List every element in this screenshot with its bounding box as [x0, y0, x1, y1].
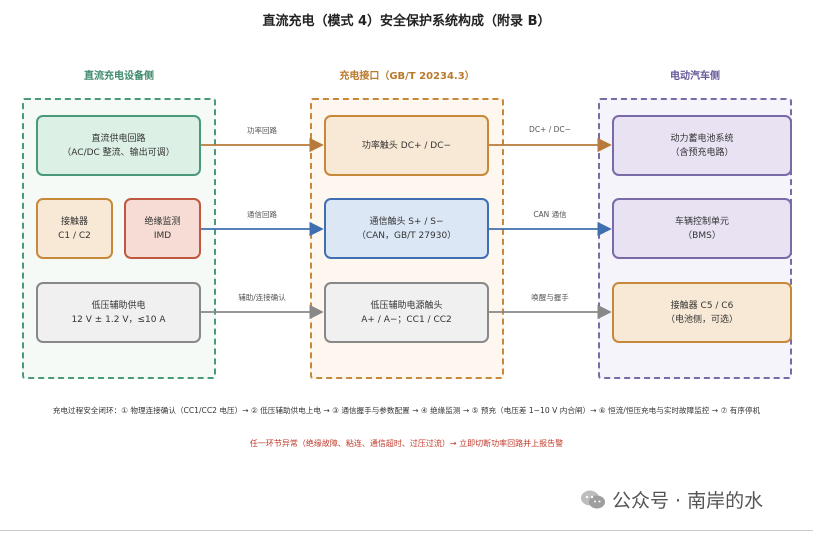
label-power-loop: 功率回路: [247, 126, 277, 135]
safety-sequence-note: 充电过程安全闭环：① 物理连接确认（CC1/CC2 电压）→ ② 低压辅助供电上…: [52, 406, 761, 415]
dc-supply-circuit-box: 直流供电回路 （AC/DC 整流、输出可调）: [36, 115, 201, 176]
column-heading-charger: 直流充电设备侧: [84, 71, 154, 82]
power-contact-line1: 功率触头 DC+ / DC−: [361, 140, 452, 151]
contactor-left-line2: C1 / C2: [58, 230, 91, 241]
imd-line2: IMD: [153, 230, 172, 241]
bms-box: 车辆控制单元 （BMS）: [612, 198, 792, 259]
aux-contact-box: 低压辅助电源触头 A+ / A−；CC1 / CC2: [324, 282, 489, 343]
aux-supply-line1: 低压辅助供电: [91, 300, 146, 311]
aux-supply-line2: 12 V ± 1.2 V，≤10 A: [71, 314, 166, 325]
watermark-text: 公众号 · 南岸的水: [612, 490, 764, 512]
comm-contact-box: 通信触头 S+ / S− （CAN，GB/T 27930）: [324, 198, 489, 259]
dc-supply-line1: 直流供电回路: [91, 133, 146, 144]
wechat-icon: [581, 490, 605, 508]
fault-warning-note: 任一环节异常（绝缘故障、粘连、通信超时、过压过流）→ 立即切断功率回路并上报告警: [249, 439, 564, 448]
diagram-title: 直流充电（模式 4）安全保护系统构成（附录 B）: [262, 14, 551, 29]
label-dc-output: DC+ / DC−: [529, 125, 571, 134]
aux-contact-line2: A+ / A−；CC1 / CC2: [361, 314, 452, 325]
aux-supply-box: 低压辅助供电 12 V ± 1.2 V，≤10 A: [36, 282, 201, 343]
battery-system-box: 动力蓄电池系统 （含预充电路）: [612, 115, 792, 176]
contactor-left-line1: 接触器: [60, 216, 88, 227]
comm-contact-line2: （CAN，GB/T 27930）: [356, 230, 457, 241]
contactor-right-line2: （电池侧，可选）: [665, 314, 738, 325]
imd-box: 绝缘监测 IMD: [124, 198, 201, 259]
aux-contact-line1: 低压辅助电源触头: [370, 300, 443, 311]
bms-line2: （BMS）: [683, 230, 721, 241]
imd-line1: 绝缘监测: [144, 216, 181, 227]
label-aux-confirm: 辅助/连接确认: [238, 293, 286, 302]
power-contact-box: 功率触头 DC+ / DC−: [324, 115, 489, 176]
bms-line1: 车辆控制单元: [674, 216, 729, 227]
watermark: 公众号 · 南岸的水: [580, 486, 763, 513]
label-can: CAN 通信: [533, 210, 567, 219]
comm-contact-line1: 通信触头 S+ / S−: [369, 216, 444, 227]
battery-line2: （含预充电路）: [670, 147, 734, 158]
contactor-c5c6-box: 接触器 C5 / C6 （电池侧，可选）: [612, 282, 792, 343]
label-comm-loop: 通信回路: [247, 210, 277, 219]
column-heading-vehicle: 电动汽车侧: [670, 71, 720, 82]
column-heading-interface: 充电接口（GB/T 20234.3）: [339, 71, 475, 82]
contactor-c1c2-box: 接触器 C1 / C2: [36, 198, 113, 259]
battery-line1: 动力蓄电池系统: [670, 133, 734, 144]
dc-supply-line2: （AC/DC 整流、输出可调）: [62, 147, 175, 158]
contactor-right-line1: 接触器 C5 / C6: [670, 300, 734, 311]
label-wake: 唤醒与握手: [531, 293, 569, 302]
bottom-divider: [0, 530, 813, 531]
